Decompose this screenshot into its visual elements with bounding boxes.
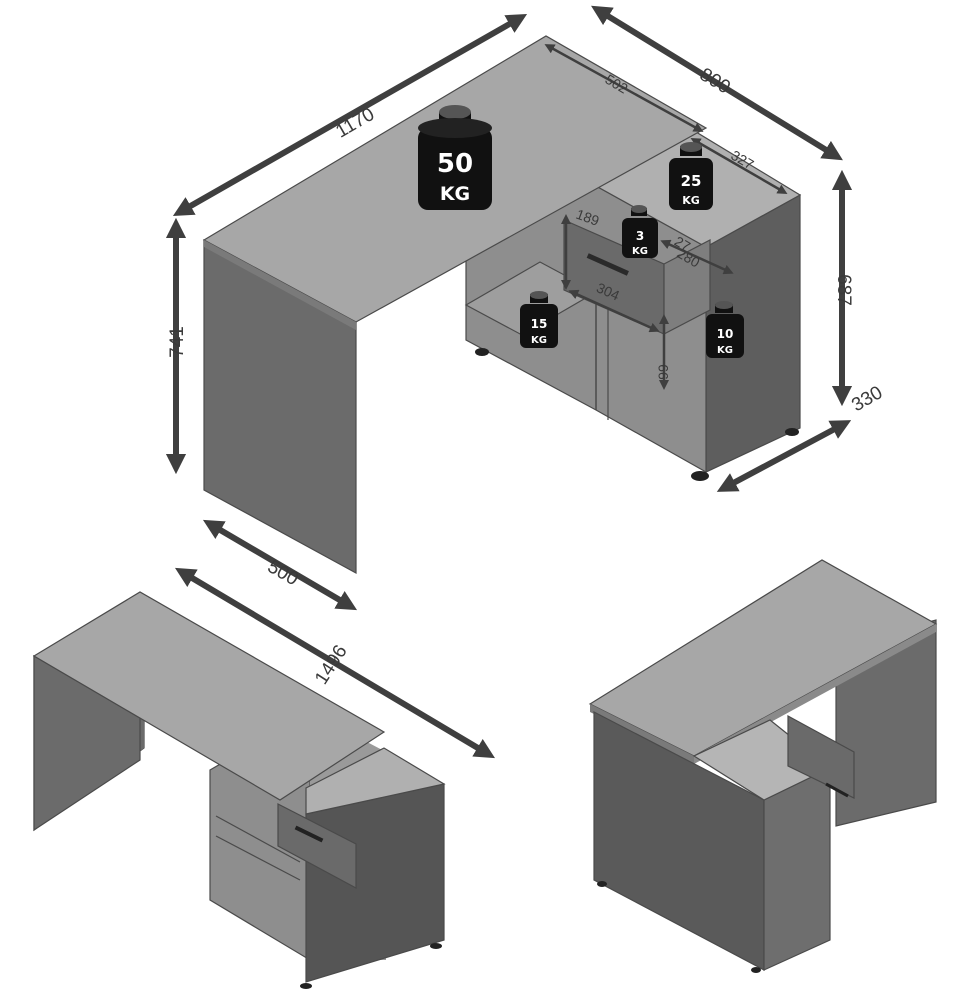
weight-10-value: 10: [717, 327, 734, 341]
weight-icon: 50 KG: [418, 105, 492, 210]
dimension-arrows: [165, 5, 853, 759]
weight-icon: 25 KG: [669, 142, 713, 210]
weight-10-unit: KG: [717, 345, 733, 356]
weight-3-unit: KG: [632, 246, 648, 257]
weight-icon: 10 KG: [706, 301, 744, 358]
extended-drawer: [277, 803, 357, 890]
rear-configuration-view: [588, 559, 938, 973]
weight-25-unit: KG: [682, 194, 700, 207]
weight-15-value: 15: [531, 317, 548, 331]
weight-3-value: 3: [636, 229, 644, 243]
main-desk-view: [202, 35, 802, 575]
dim-height: 741: [167, 326, 188, 358]
dim-shelf-gap: 99: [655, 364, 671, 380]
weight-icon: 15 KG: [520, 291, 558, 348]
dim-cabinet-height: 687: [833, 274, 854, 306]
extended-configuration-view: [32, 591, 446, 989]
extended-desk-top: [32, 591, 386, 801]
extended-cabinet-side: [305, 783, 445, 983]
dim-extended-length: 1496: [311, 642, 352, 689]
rear-drawer: [787, 714, 855, 799]
weight-50-unit: KG: [440, 183, 470, 205]
weight-15-unit: KG: [531, 335, 547, 346]
weight-icon: 3 KG: [622, 205, 658, 258]
weight-50-value: 50: [437, 149, 473, 179]
rear-cabinet-side: [763, 767, 831, 971]
dim-drawer-depth: 189: [574, 206, 602, 229]
extended-cabinet-top: [305, 747, 446, 815]
drawer-handle: [586, 253, 629, 276]
dim-drawer-inner-1: 27: [672, 233, 694, 255]
weight-25-value: 25: [681, 172, 702, 190]
dim-cabinet-depth: 330: [848, 382, 886, 416]
dimension-labels: 1170 800 502 327 741 687 330 500 1496 18…: [167, 64, 886, 688]
